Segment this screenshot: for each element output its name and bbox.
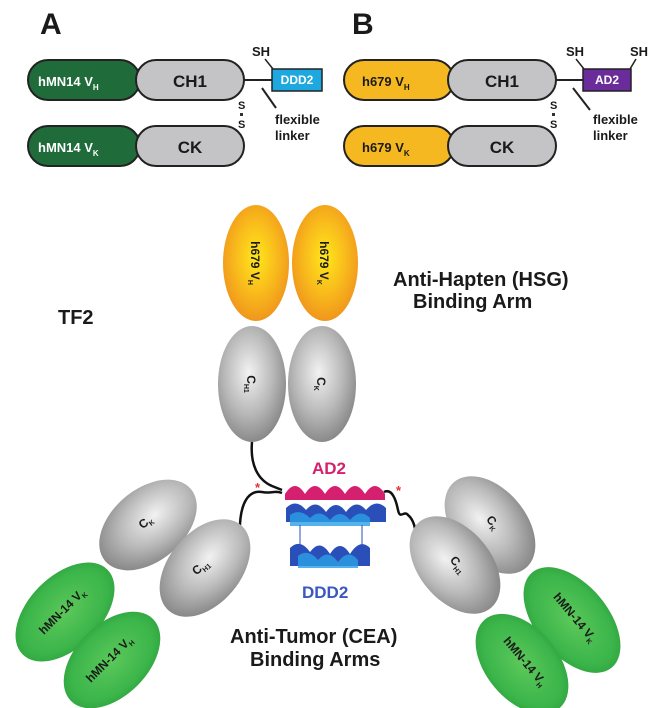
h679-vk-ellipse	[292, 205, 358, 321]
ad2-label: AD2	[312, 459, 346, 478]
sh-bond-b1	[575, 58, 585, 70]
ch1-label-a: CH1	[173, 72, 207, 91]
hinge-line-right	[383, 489, 418, 541]
ddd2-label: DDD2	[302, 583, 348, 602]
sh-bond-b2	[629, 58, 637, 70]
linker-label-a2: linker	[275, 128, 310, 143]
panel-a: A hMN14 VH CH1 hMN14 VK CK S S DDD2 SH f…	[27, 8, 323, 167]
linker-label-b1: flexible	[593, 112, 638, 127]
sh-bond-a	[264, 58, 274, 70]
linker-label-b2: linker	[593, 128, 628, 143]
hmn14-vk-label: hMN14 VK	[38, 140, 99, 158]
disulfide-bond-b	[552, 113, 555, 116]
ch1-ellipse-right	[409, 516, 501, 614]
ddd2-dimer	[286, 503, 386, 568]
tumor-arms-label-1: Anti-Tumor (CEA)	[230, 626, 397, 648]
ck-label-b: CK	[490, 138, 515, 157]
star-marker-right: *	[396, 483, 402, 498]
ch1-label-b: CH1	[485, 72, 519, 91]
ad2-tag-label: AD2	[595, 73, 619, 87]
ck-label-a: CK	[178, 138, 203, 157]
hmn14-vh-label: hMN14 VH	[38, 74, 99, 92]
sh-label-a: SH	[252, 44, 270, 59]
linker-label-a1: flexible	[275, 112, 320, 127]
hinge-line-left	[238, 490, 283, 541]
ad2-helix	[285, 486, 385, 500]
disulfide-s2-b: S	[550, 119, 557, 131]
ck-ellipse-hapten	[288, 326, 356, 442]
h679-vh-ellipse	[223, 205, 289, 321]
disulfide-bond-a	[240, 113, 243, 116]
hapten-arm-label-2: Binding Arm	[413, 291, 532, 313]
disulfide-s1-b: S	[550, 100, 557, 112]
ch1-ellipse-left	[159, 519, 251, 617]
tumor-arms-label-2: Binding Arms	[250, 649, 380, 671]
panel-b-letter: B	[352, 8, 374, 41]
hmn14-vh-ellipse-right	[475, 613, 569, 708]
ck-ellipse-left	[99, 479, 197, 571]
ck-domain-a	[135, 125, 245, 167]
hapten-arm-label-1: Anti-Hapten (HSG)	[393, 269, 569, 291]
ddd2-tag	[271, 68, 323, 92]
tf2-title: TF2	[58, 307, 94, 329]
h679-vh-label: h679 VH	[362, 74, 410, 92]
ck-domain-b	[447, 125, 557, 167]
panel-b: B h679 VH CH1 h679 VK CK S S AD2 SH SH f…	[343, 8, 648, 167]
ddd2-tag-label: DDD2	[281, 73, 314, 87]
hinge-line-hapten	[250, 441, 283, 492]
panel-a-letter: A	[40, 8, 62, 41]
disulfide-s2-a: S	[238, 119, 245, 131]
linker-pointer-a	[261, 87, 277, 109]
star-marker-left: *	[255, 480, 261, 495]
sh-label-b1: SH	[566, 44, 584, 59]
ck-ellipse-hapten-label: CK	[312, 377, 328, 391]
tf2-structure: TF2 h679 VH h679 VK CH1 CK Anti-Hapten (…	[15, 205, 621, 708]
h679-vk-label: h679 VK	[362, 140, 410, 158]
ad2-tag	[582, 68, 632, 92]
h679-vh-ellipse-label: h679 VH	[246, 241, 262, 285]
sh-label-b2: SH	[630, 44, 648, 59]
linker-pointer-b	[572, 87, 591, 111]
disulfide-s1-a: S	[238, 100, 245, 112]
ch1-ellipse-hapten-label: CH1	[242, 375, 258, 393]
h679-vk-ellipse-label: h679 VK	[315, 241, 331, 285]
ch1-ellipse-hapten	[218, 326, 286, 442]
hmn14-vh-ellipse-left	[63, 611, 161, 708]
